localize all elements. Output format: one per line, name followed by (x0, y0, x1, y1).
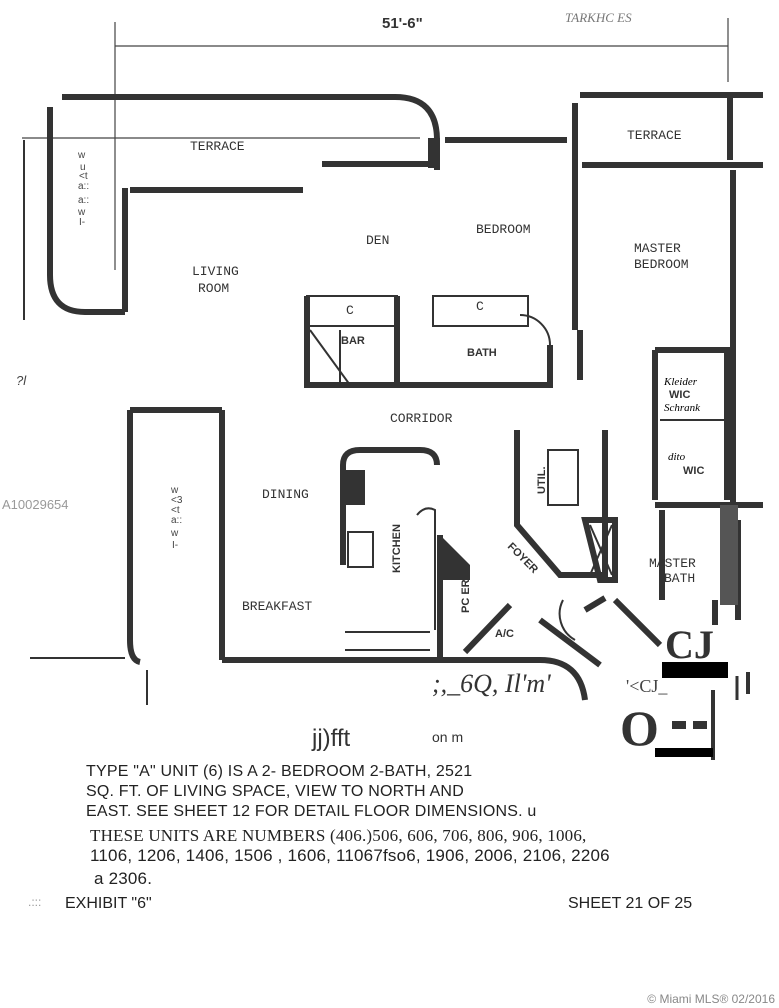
units-line-2: 1106, 1206, 1406, 1506 , 1606, 11067fso6… (90, 846, 610, 865)
vtext: <t (171, 505, 180, 516)
handwritten-wic-note-3: dito (668, 451, 686, 463)
vertical-terrace-text-1: w u <t a:: a:: w I- (77, 150, 89, 228)
scan-noise-1: ;,_6Q, Il'm' (432, 669, 551, 698)
units-line-1: THESE UNITS ARE NUMBERS (406.)506, 606, … (90, 826, 587, 845)
label-wic-1: WIC (669, 389, 690, 401)
label-terrace-right: TERRACE (627, 128, 682, 143)
scan-noise-4: on m (432, 729, 463, 745)
vtext: a:: (78, 195, 89, 206)
logo-text-cj: CJ (665, 622, 714, 667)
label-wic-2: WIC (683, 465, 704, 477)
copyright: © Miami MLS® 02/2016 (647, 992, 775, 1006)
label-bath: BATH (467, 347, 497, 359)
vtext: w (170, 485, 179, 496)
label-kitchen: KITCHEN (391, 524, 403, 573)
listing-id: A10029654 (2, 497, 69, 512)
label-terrace-left: TERRACE (190, 139, 245, 154)
logo-text-o: O (620, 700, 659, 756)
vtext: w (77, 207, 86, 218)
room-labels: TERRACE TERRACE DEN BEDROOM MASTER BEDRO… (190, 128, 704, 640)
label-living: LIVING (192, 264, 239, 279)
vertical-terrace-text-2: w <3 <t a:: w I- (170, 485, 183, 551)
label-ac: A/C (495, 628, 514, 640)
handwritten-wic-note-2: Schrank (664, 402, 701, 414)
label-bedroom: BEDROOM (476, 222, 531, 237)
label-master-bedroom: MASTER (634, 241, 681, 256)
vtext: a:: (78, 181, 89, 192)
vtext: a:: (171, 515, 182, 526)
vtext: <3 (171, 495, 183, 506)
label-master-bedroom-2: BEDROOM (634, 257, 689, 272)
scan-noise-3: jj)fft (311, 725, 351, 752)
label-dining: DINING (262, 487, 309, 502)
vtext: I- (172, 540, 178, 551)
description-line-3: EAST. SEE SHEET 12 FOR DETAIL FLOOR DIME… (86, 803, 537, 820)
margin-mark: ?l (16, 373, 27, 388)
label-powder: PC ER (460, 579, 472, 613)
walls (22, 92, 763, 705)
stamp-logo: CJ O (620, 622, 750, 760)
units-line-3: a 2306. (94, 869, 153, 888)
dimension-line: 51'-6" TARKHC ES (114, 10, 729, 270)
sheet-label: SHEET 21 OF 25 (568, 895, 693, 912)
label-master-bath: MASTER (649, 556, 696, 571)
handwritten-wic-note-1: Kleider (663, 376, 698, 388)
description-line-1: TYPE "A" UNIT (6) IS A 2- BEDROOM 2-BATH… (86, 763, 473, 780)
dimension-label: 51'-6" (382, 15, 423, 32)
label-closet-2: C (476, 299, 484, 314)
handwritten-note: TARKHC ES (565, 10, 632, 25)
vtext: <t (79, 171, 88, 182)
label-room: ROOM (198, 281, 229, 296)
exhibit-label: EXHIBIT "6" (65, 895, 152, 912)
scan-noise-2: '<CJ_ (626, 676, 668, 696)
vtext: I- (79, 217, 85, 228)
description-line-2: SQ. FT. OF LIVING SPACE, VIEW TO NORTH A… (86, 783, 464, 800)
footer-mark: .::: (28, 895, 42, 909)
label-bar: BAR (341, 335, 365, 347)
vtext: w (170, 528, 179, 539)
vtext: w (77, 150, 86, 161)
label-util: UTIL. (536, 467, 548, 495)
label-master-bath-2: BATH (664, 571, 695, 586)
label-den: DEN (366, 233, 389, 248)
label-closet-1: C (346, 303, 354, 318)
label-breakfast: BREAKFAST (242, 599, 312, 614)
label-corridor: CORRIDOR (390, 411, 453, 426)
vtext: u (80, 162, 86, 173)
